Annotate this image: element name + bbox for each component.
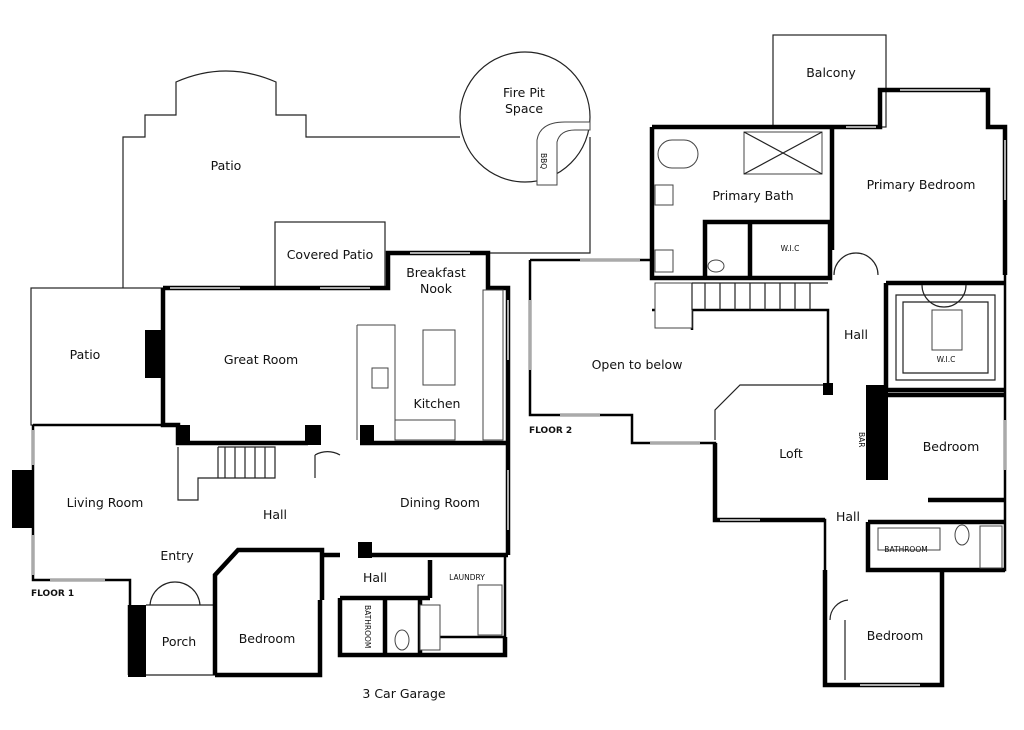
label-bathroom-1: BATHROOM bbox=[363, 605, 372, 648]
label-laundry: LAUNDRY bbox=[449, 573, 485, 582]
double-vanity bbox=[877, 527, 941, 551]
label-fire-pit-1: Fire Pit bbox=[503, 85, 545, 100]
floor2-windows bbox=[529, 89, 1006, 686]
bathtub bbox=[657, 139, 699, 169]
floor1-windows bbox=[32, 252, 509, 581]
label-covered-patio: Covered Patio bbox=[287, 247, 374, 262]
wic-island bbox=[931, 309, 963, 351]
label-bedroom-right: Bedroom bbox=[923, 439, 980, 454]
label-balcony: Balcony bbox=[806, 65, 856, 80]
label-bedroom-bottom: Bedroom bbox=[867, 628, 924, 643]
washer-dryer bbox=[477, 584, 503, 636]
label-open-below: Open to below bbox=[592, 357, 683, 372]
label-patio: Patio bbox=[211, 158, 242, 173]
label-breakfast-1: Breakfast bbox=[406, 265, 466, 280]
label-porch: Porch bbox=[162, 634, 196, 649]
toilet-3 bbox=[954, 524, 970, 546]
label-bbq: BBQ bbox=[539, 153, 548, 169]
label-bedroom-1: Bedroom bbox=[239, 631, 296, 646]
fire-pit-circle bbox=[459, 51, 591, 183]
label-great-room: Great Room bbox=[224, 352, 298, 367]
sink-2 bbox=[654, 249, 674, 273]
tub-2 bbox=[979, 525, 1003, 569]
label-hall-lower: Hall bbox=[363, 570, 387, 585]
floor2-label: FLOOR 2 bbox=[529, 426, 572, 436]
label-hall-upper: Hall bbox=[844, 327, 868, 342]
floor2-walls bbox=[528, 87, 1008, 688]
tub bbox=[419, 604, 441, 651]
label-wic-small: W.I.C bbox=[781, 244, 800, 253]
sink-1 bbox=[654, 184, 674, 206]
toilet bbox=[394, 629, 410, 651]
label-wic-large: W.I.C bbox=[937, 355, 956, 364]
label-primary-bedroom: Primary Bedroom bbox=[867, 177, 976, 192]
label-breakfast-2: Nook bbox=[420, 281, 453, 296]
kitchen-cabinets bbox=[482, 289, 504, 441]
label-living-room: Living Room bbox=[67, 495, 144, 510]
label-hall: Hall bbox=[263, 507, 287, 522]
label-kitchen: Kitchen bbox=[414, 396, 461, 411]
floor1-walls bbox=[12, 250, 511, 678]
bbq-counter bbox=[536, 121, 591, 186]
stairs-upper bbox=[654, 282, 693, 329]
balcony-outline bbox=[772, 34, 887, 128]
label-bar: BAR bbox=[857, 432, 866, 448]
label-fire-pit-2: Space bbox=[505, 101, 543, 116]
label-entry: Entry bbox=[160, 548, 194, 563]
label-side-patio: Patio bbox=[70, 347, 101, 362]
label-bathroom-2: BATHROOM bbox=[884, 545, 927, 554]
label-garage: 3 Car Garage bbox=[362, 686, 446, 701]
label-loft: Loft bbox=[779, 446, 803, 461]
label-hall-lower-2: Hall bbox=[836, 509, 860, 524]
toilet-2 bbox=[707, 259, 725, 273]
floor1-fixtures bbox=[149, 289, 504, 651]
kitchen-sink bbox=[371, 367, 389, 389]
patio-outline bbox=[30, 51, 591, 426]
label-dining-room: Dining Room bbox=[400, 495, 480, 510]
label-primary-bath: Primary Bath bbox=[712, 188, 793, 203]
kitchen-island bbox=[422, 329, 456, 386]
kitchen-counter bbox=[356, 324, 456, 441]
floor1-label: FLOOR 1 bbox=[31, 589, 74, 599]
